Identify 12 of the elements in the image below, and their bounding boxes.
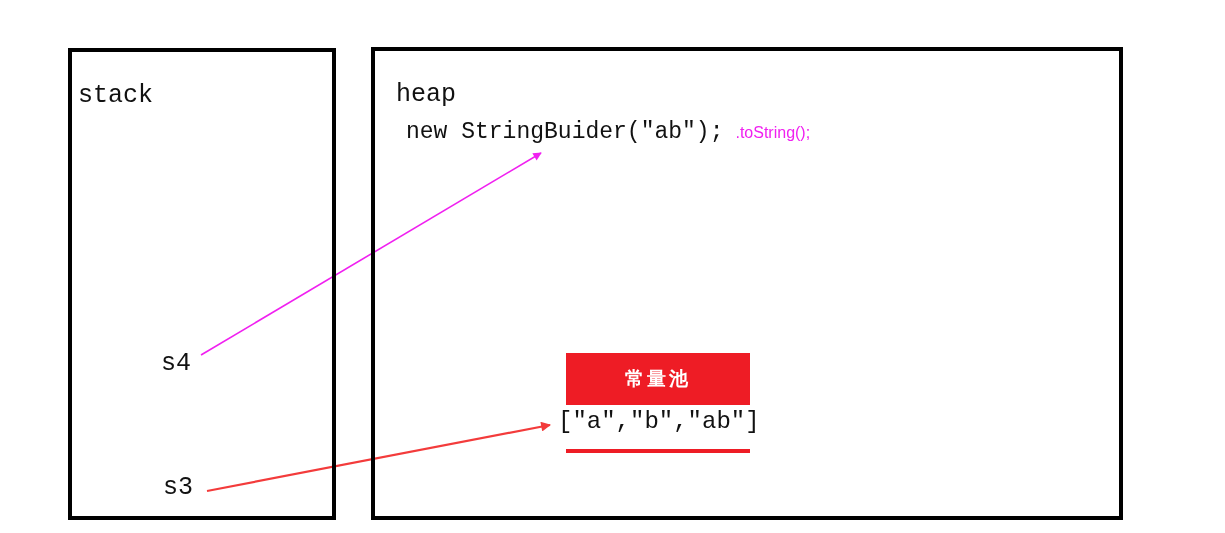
- arrow: [206, 421, 551, 493]
- variable-label: s3: [163, 473, 193, 503]
- constant-pool-header: 常量池: [566, 353, 750, 405]
- arrow: [200, 152, 542, 356]
- stack-panel: [68, 48, 336, 520]
- string-list-text: [″a″,″b″,″ab″]: [558, 407, 760, 437]
- code-text: new StringBuider(″ab″);: [406, 117, 724, 147]
- panel-title: stack: [78, 81, 153, 111]
- panel-title: heap: [396, 80, 456, 110]
- variable-label: s4: [161, 349, 191, 379]
- heap-panel: [371, 47, 1123, 520]
- code-annotation: .toString();: [735, 123, 811, 143]
